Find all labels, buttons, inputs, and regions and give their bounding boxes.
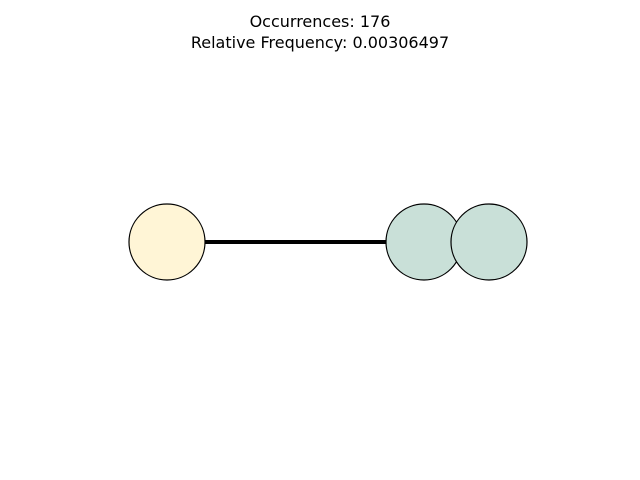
title-relative-frequency: Relative Frequency: 0.00306497 <box>190 33 450 52</box>
title-occurrences: Occurrences: 176 <box>249 12 391 31</box>
node-c <box>450 203 528 281</box>
node-a <box>128 203 206 281</box>
